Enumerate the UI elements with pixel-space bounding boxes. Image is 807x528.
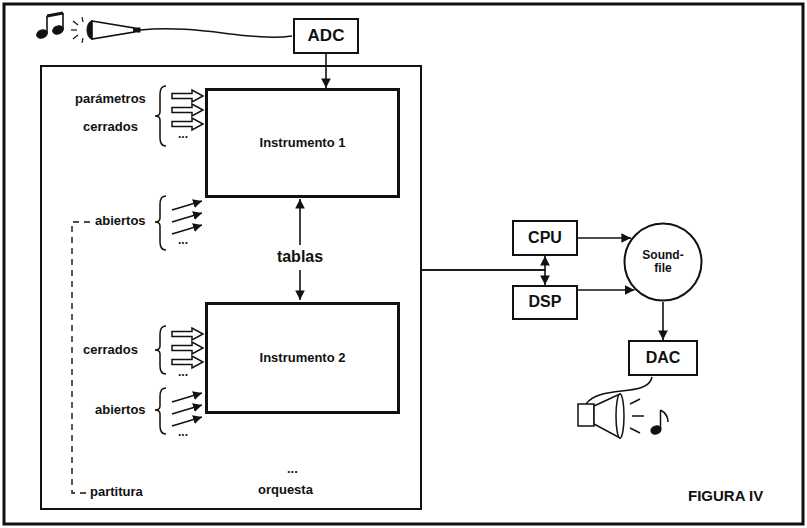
mic-body <box>92 21 134 39</box>
brace <box>155 86 166 146</box>
instrument-box: Instrumento 2 <box>205 302 400 414</box>
closed-arrow <box>172 90 203 102</box>
open-arrow <box>172 201 202 210</box>
open-arrow <box>172 225 202 234</box>
sound-spark <box>73 21 78 25</box>
sound-line <box>630 428 640 433</box>
sound-spark <box>82 17 83 22</box>
closed-arrow <box>172 328 203 340</box>
node-text: orquesta <box>258 483 313 498</box>
ellipsis: ... <box>287 462 298 477</box>
parameter-label: cerrados <box>83 343 138 358</box>
brace <box>155 196 166 250</box>
tables-label: tablas <box>270 248 330 266</box>
node-text: Sound-file <box>636 249 690 275</box>
figure-frame <box>4 4 803 524</box>
soundfile-circle: Sound-file <box>623 222 703 302</box>
processor-box: CPU <box>512 220 578 256</box>
open-arrow <box>172 417 202 426</box>
converter-box: DAC <box>628 340 698 376</box>
node-text: Instrumento 2 <box>260 351 346 366</box>
open-arrow <box>172 393 202 402</box>
parameter-label: parámetros <box>75 92 146 107</box>
sound-spark <box>73 35 78 39</box>
node-text: DSP <box>529 293 562 311</box>
instrument-box: Instrumento 1 <box>205 88 400 198</box>
ellipsis: ... <box>178 128 188 142</box>
sound-line <box>632 415 644 417</box>
note-flag <box>661 410 669 422</box>
note-beam <box>47 13 63 16</box>
circle-shape <box>625 224 702 301</box>
connector-arrow <box>422 270 545 285</box>
closed-arrow <box>172 104 203 116</box>
node-text: Instrumento 1 <box>260 136 346 151</box>
note-stem <box>62 13 64 29</box>
brace <box>155 326 166 374</box>
sound-spark <box>71 29 77 30</box>
parameter-label: abiertos <box>95 214 146 229</box>
parameter-arrows <box>155 86 203 250</box>
connector-arrow <box>578 289 634 291</box>
parameter-label: abiertos <box>95 403 146 418</box>
node-text: CPU <box>528 229 562 247</box>
connector-arrow <box>422 256 545 270</box>
mic-tip <box>134 28 140 32</box>
sound-spark <box>82 38 83 43</box>
speaker-back <box>578 404 594 426</box>
ellipsis: ... <box>178 426 188 440</box>
connector-arrow <box>578 237 631 239</box>
speaker-rim <box>616 394 624 438</box>
connector-arrow <box>662 302 664 340</box>
processor-box: DSP <box>512 285 578 320</box>
sound-line <box>630 399 640 404</box>
parameter-arrows <box>155 326 203 434</box>
note-stem <box>46 16 48 33</box>
ellipsis: ... <box>178 234 188 248</box>
converter-box: ADC <box>293 18 359 54</box>
table-arrow <box>299 270 301 300</box>
dashed-link <box>72 222 90 493</box>
mic-cable <box>140 29 292 37</box>
node-text: DAC <box>646 349 681 367</box>
connector-arrow <box>325 54 327 88</box>
brace <box>155 388 166 434</box>
note-stem <box>660 410 662 429</box>
microphone-illustration <box>35 13 292 43</box>
score-label: partitura <box>90 485 143 500</box>
figure-caption: FIGURA IV <box>688 487 763 504</box>
open-arrow <box>172 213 202 222</box>
open-arrow <box>172 405 202 414</box>
speaker-illustration <box>578 377 668 438</box>
node-text: ADC <box>308 26 345 46</box>
table-arrow <box>299 199 301 245</box>
ellipsis: ... <box>178 366 188 380</box>
parameter-label: cerrados <box>83 120 138 135</box>
closed-arrow <box>172 342 203 354</box>
